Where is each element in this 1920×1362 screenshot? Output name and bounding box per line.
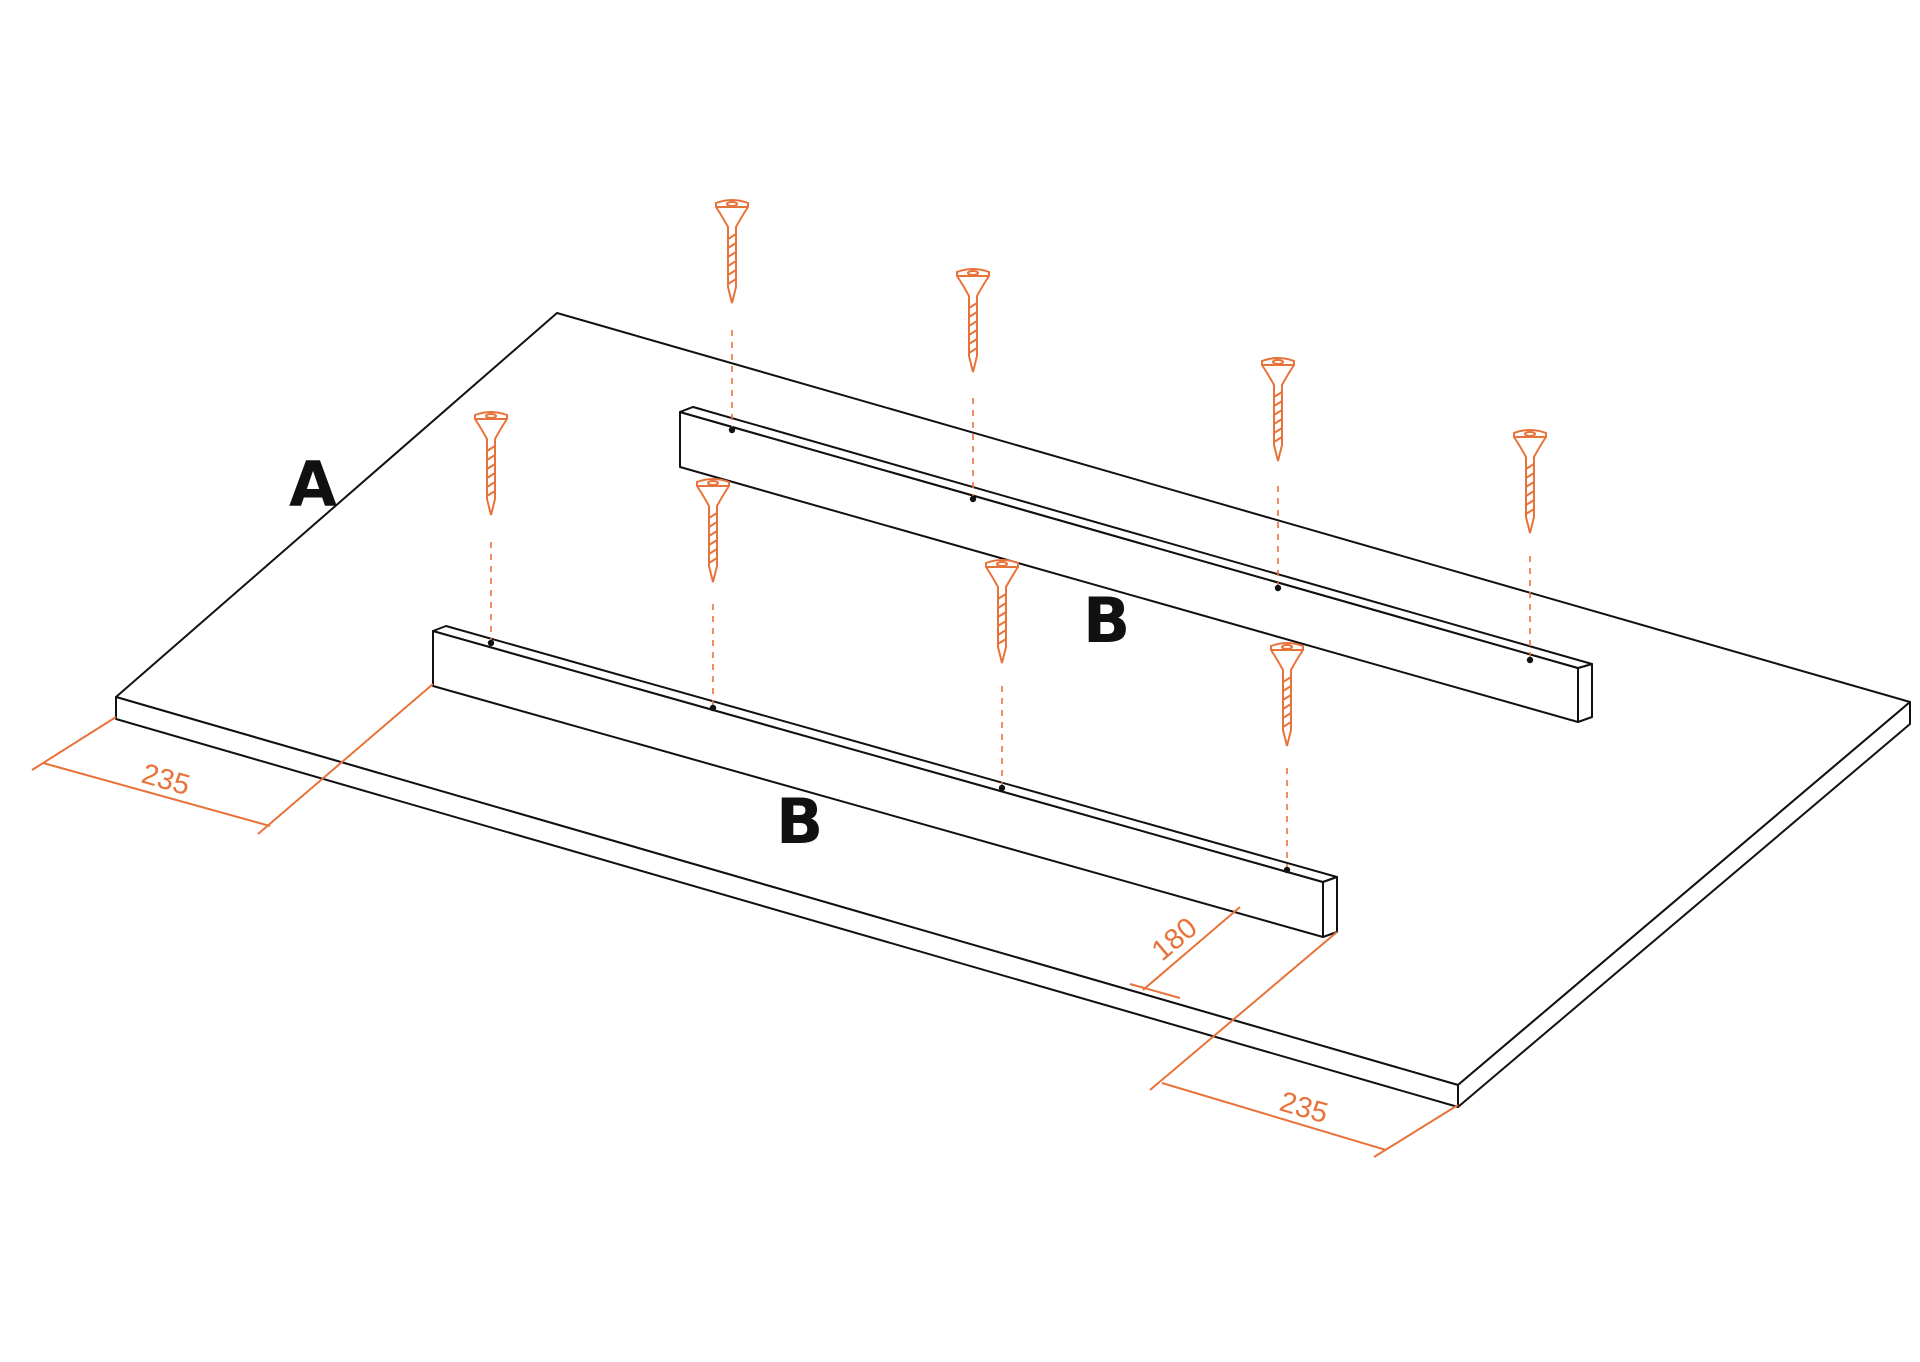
dim-left-line (42, 762, 271, 827)
dim-right-label: 235 (1276, 1086, 1331, 1130)
dim-right-ext-1 (1373, 1104, 1459, 1158)
dim-spacing-line (1142, 906, 1241, 991)
countersunk-screw-icon (956, 268, 990, 373)
rail-back (679, 406, 1593, 723)
dim-right-ext-2 (1149, 931, 1338, 1091)
dim-spacing-tick (1129, 983, 1181, 999)
countersunk-screw-icon (1513, 429, 1547, 534)
dim-left-ext-2 (257, 683, 434, 835)
dim-left-label: 235 (138, 758, 193, 802)
screw-holes (487, 426, 1534, 874)
dimension-lines (31, 683, 1459, 1158)
label-panel-a: A (289, 448, 337, 521)
dim-right-line (1161, 1082, 1387, 1151)
rail-front-end (1322, 876, 1338, 938)
rail-back-end (1577, 663, 1593, 723)
panel-right-edge (1457, 701, 1911, 1108)
label-rail-front: B (776, 785, 823, 858)
panel-a (115, 312, 1911, 1108)
countersunk-screw-icon (715, 199, 749, 304)
countersunk-screw-icon (1261, 357, 1295, 462)
label-rail-back: B (1083, 584, 1130, 657)
rail-front (432, 625, 1338, 938)
dim-left-ext-1 (31, 716, 117, 771)
screw-guides (490, 330, 1531, 868)
